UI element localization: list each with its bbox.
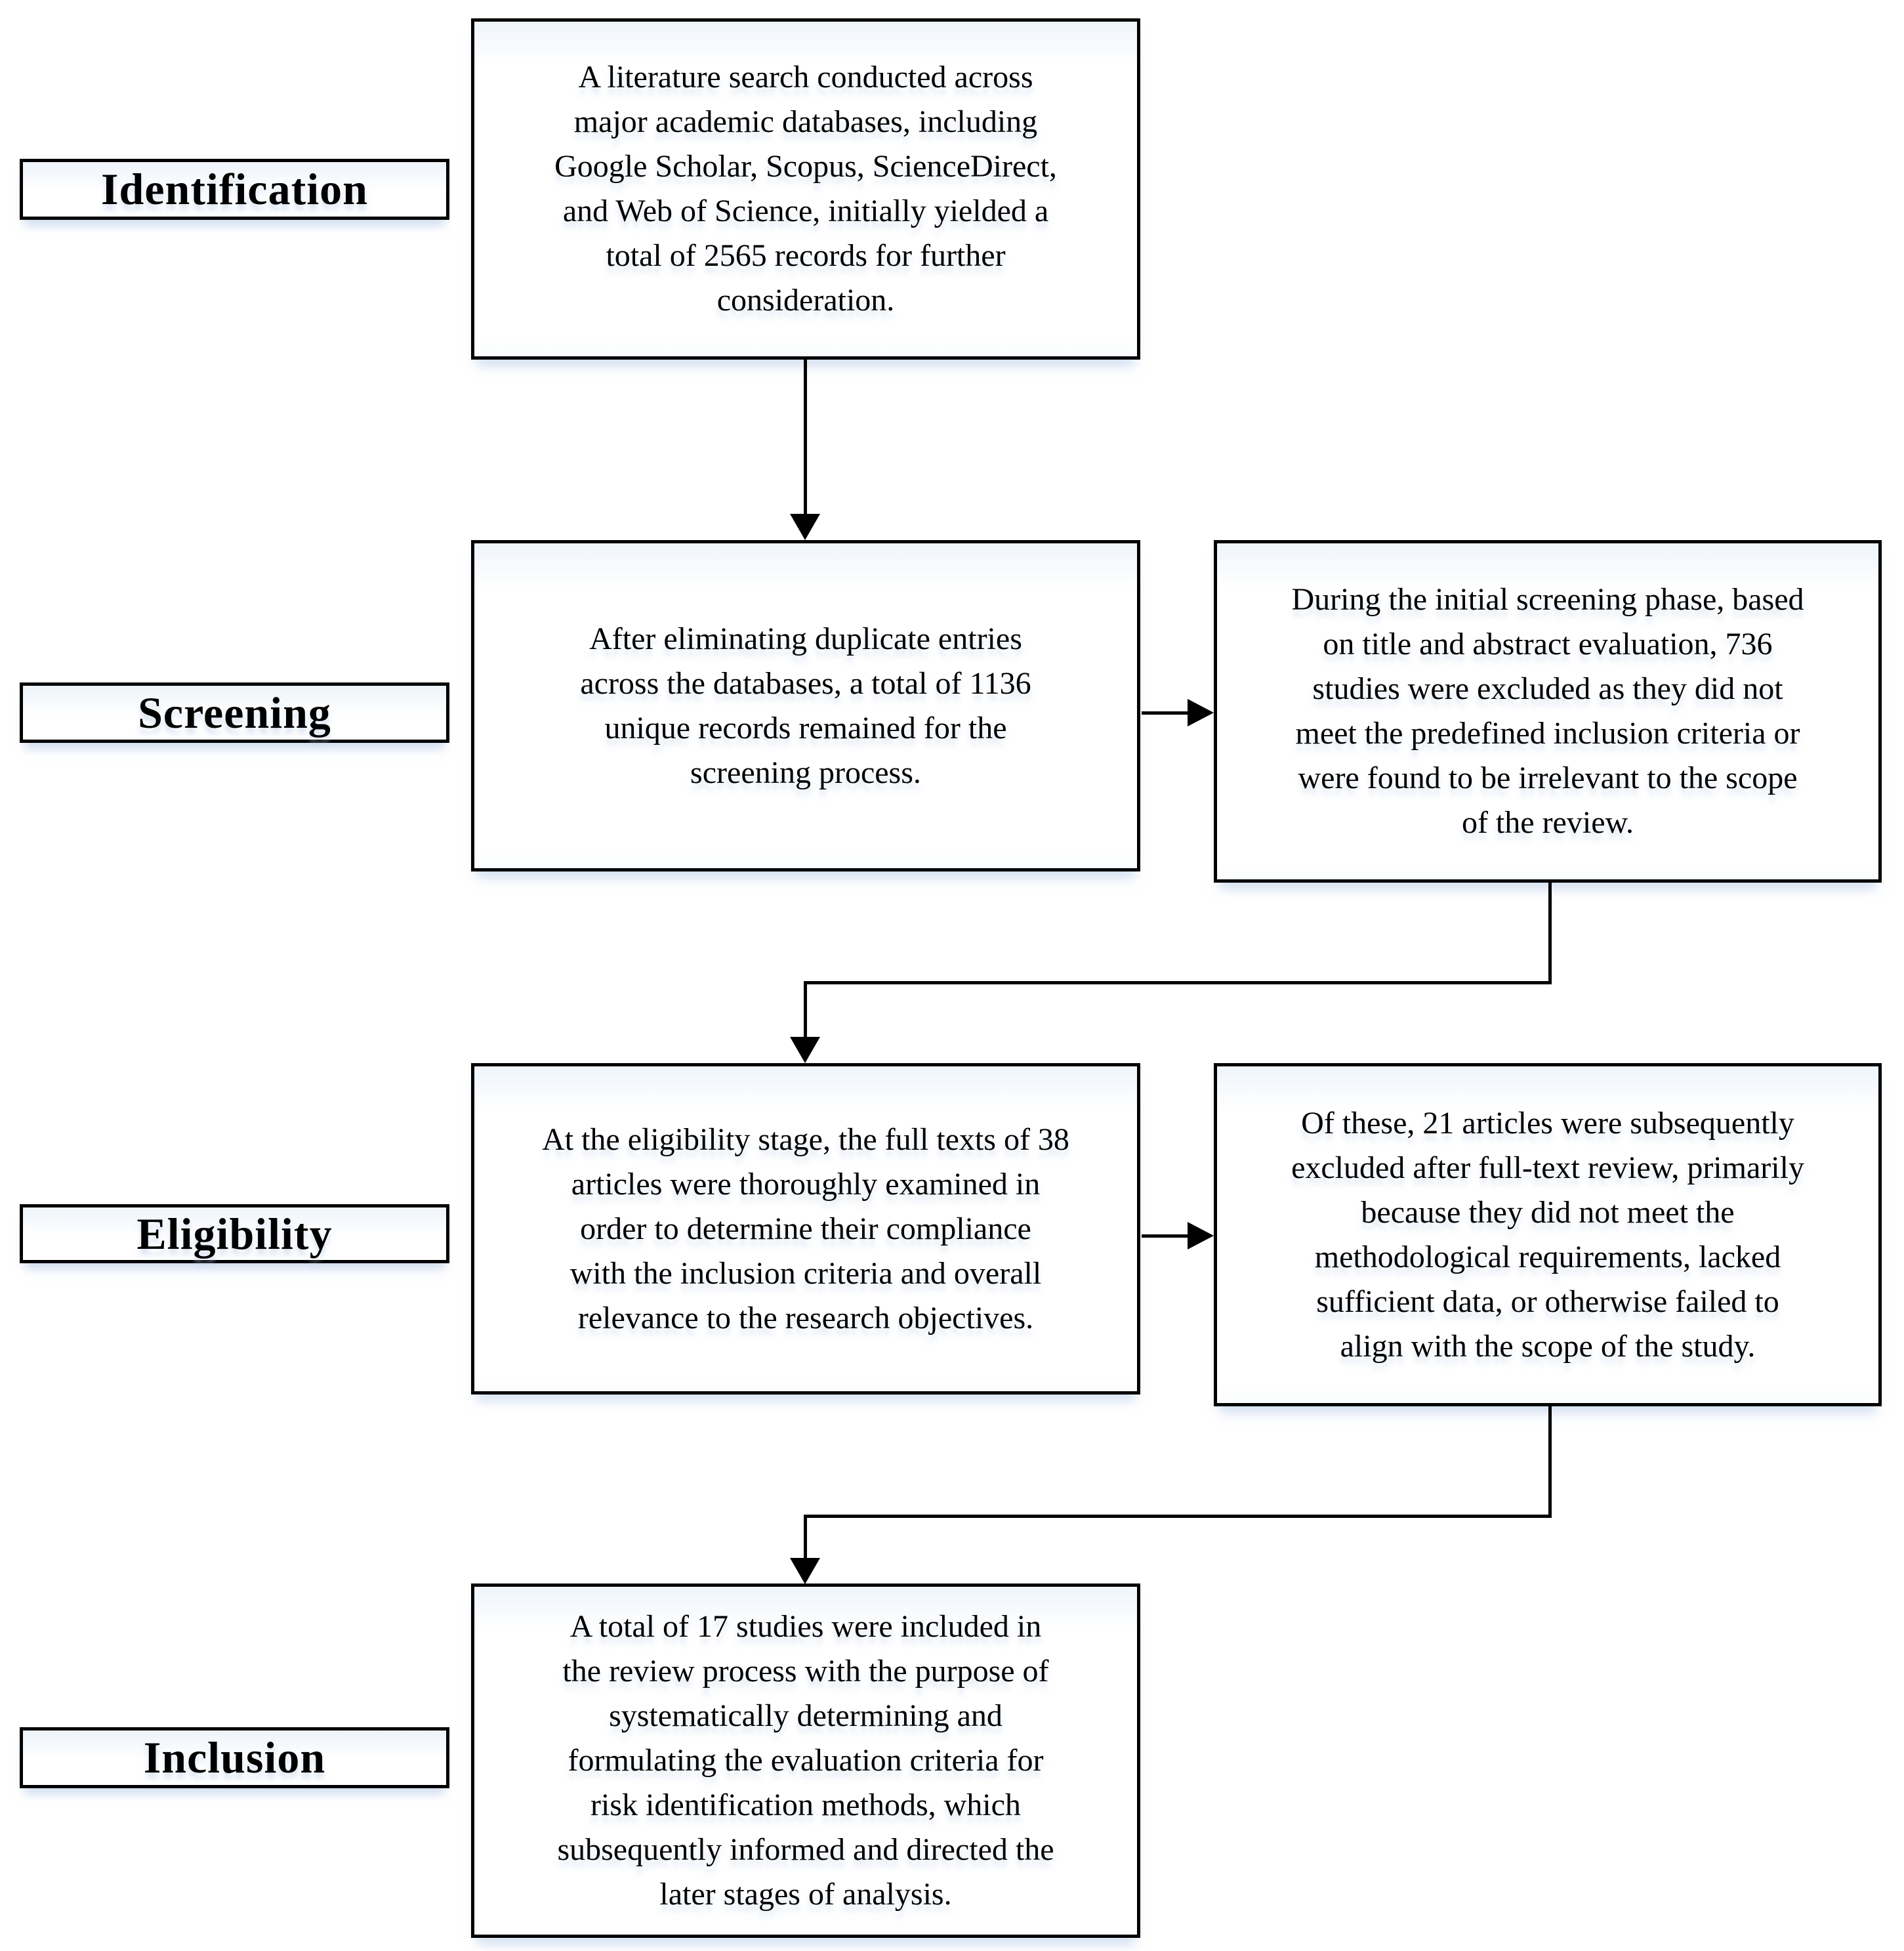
arrowhead-right-icon — [1188, 699, 1214, 726]
arrow-screening-to-excluded-line — [1142, 711, 1190, 715]
eligibility-excluded-box: Of these, 21 articles were subsequently … — [1214, 1063, 1882, 1406]
arrowhead-right-icon — [1188, 1222, 1214, 1249]
screening-excluded-box: During the initial screening phase, base… — [1214, 540, 1882, 883]
connector1-vertical-left — [804, 981, 807, 1040]
stage-label-inclusion-text: Inclusion — [143, 1732, 326, 1782]
arrow-identification-to-screening-line — [804, 360, 807, 517]
connector2-vertical-left — [804, 1515, 807, 1561]
stage-label-eligibility: Eligibility — [20, 1204, 449, 1263]
eligibility-fulltext-box: At the eligibility stage, the full texts… — [471, 1063, 1140, 1395]
connector2-horizontal — [804, 1515, 1552, 1518]
arrowhead-down-icon — [790, 1037, 820, 1063]
stage-label-identification-text: Identification — [101, 164, 368, 214]
connector2-vertical-right — [1548, 1406, 1552, 1518]
connector1-vertical-right — [1548, 883, 1552, 984]
eligibility-excluded-text: Of these, 21 articles were subsequently … — [1291, 1105, 1804, 1364]
connector1-horizontal — [804, 981, 1552, 984]
arrow-eligibility-to-excluded-line — [1142, 1234, 1190, 1238]
arrowhead-down-icon — [790, 1558, 820, 1584]
identification-records-box: A literature search conducted across maj… — [471, 18, 1140, 360]
screening-excluded-text: During the initial screening phase, base… — [1291, 582, 1804, 840]
screening-records-box: After eliminating duplicate entries acro… — [471, 540, 1140, 871]
arrowhead-down-icon — [790, 514, 820, 540]
stage-label-screening: Screening — [20, 682, 449, 743]
eligibility-fulltext-text: At the eligibility stage, the full texts… — [542, 1122, 1069, 1335]
stage-label-identification: Identification — [20, 159, 449, 220]
stage-label-screening-text: Screening — [138, 687, 331, 738]
inclusion-included-text: A total of 17 studies were included in t… — [557, 1609, 1054, 1912]
stage-label-inclusion: Inclusion — [20, 1727, 449, 1788]
inclusion-included-box: A total of 17 studies were included in t… — [471, 1584, 1140, 1938]
stage-label-eligibility-text: Eligibility — [136, 1208, 333, 1259]
screening-records-text: After eliminating duplicate entries acro… — [580, 621, 1031, 790]
identification-records-text: A literature search conducted across maj… — [554, 60, 1057, 318]
